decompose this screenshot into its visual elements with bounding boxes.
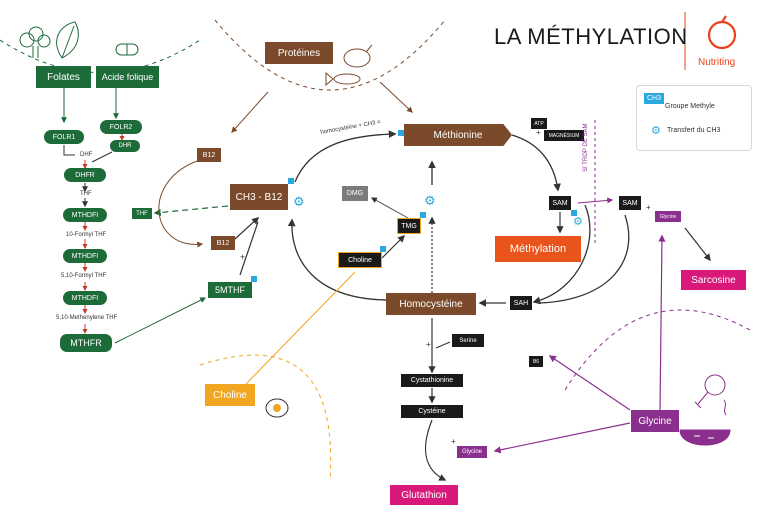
ch3-b12-box: CH3 - B12 <box>230 184 288 210</box>
bowl-icon <box>679 429 731 446</box>
si-trop-label: SI TROP DE SAM <box>583 123 589 172</box>
dhr-box: DHR <box>110 140 140 152</box>
mthdfi-box-3: MTHDFI <box>63 291 107 305</box>
ch3-b12-methyl-marker <box>288 178 294 184</box>
acide-folique-box: Acide folique <box>96 66 159 88</box>
serine-plus: + <box>426 340 431 349</box>
legend-transfer-label: Transfert du CH3 <box>667 127 721 134</box>
sah-box: SAH <box>510 296 532 310</box>
tmg-box: TMG <box>397 218 421 234</box>
cycle-top <box>294 130 397 183</box>
fish-icon <box>325 71 361 87</box>
choline-box: Choline <box>205 384 255 406</box>
choline-methyl-marker <box>380 246 386 252</box>
formyl-thf-2-label: 5,10-Formyl THF <box>61 273 107 279</box>
legend-ch3-tag: CH3 <box>644 93 664 104</box>
page-title: LA MÉTHYLATION <box>494 24 688 49</box>
sarcosine-box: Sarcosine <box>681 270 746 290</box>
yellow-dashed-arc <box>199 354 332 481</box>
atp-plus: + <box>536 128 541 137</box>
atp-tag: ATP <box>531 118 547 129</box>
ch3-b12-gear-icon: ⚙ <box>293 195 305 210</box>
methionine-methyl-marker <box>398 130 404 136</box>
cycle-left <box>287 218 391 301</box>
cystathionine-box: Cystathionine <box>401 374 463 387</box>
tmg-methyl-marker <box>420 212 426 218</box>
b12-plus: + <box>240 252 246 262</box>
tmg-gear-icon: ⚙ <box>424 194 436 209</box>
formyl-thf-label: 10-Formyl THF <box>66 232 107 238</box>
purple-dashed-arc <box>564 309 751 391</box>
broccoli-icon <box>19 26 51 58</box>
b12-top-box: B12 <box>197 148 221 162</box>
b12-bottom-box: B12 <box>211 236 235 250</box>
serine-box: Serine <box>452 334 484 347</box>
folr2-box: FOLR2 <box>100 120 142 134</box>
methylation-box: Méthylation <box>495 236 581 262</box>
dmg-box: DMG <box>342 186 368 201</box>
choline-small-box: Choline <box>338 252 382 268</box>
egg-icon <box>265 398 289 418</box>
spinach-icon <box>56 21 79 59</box>
glycine-tag: Glycine <box>655 211 681 222</box>
glycine-tag-2: Glycine <box>457 446 487 458</box>
sam-2-box: SAM <box>619 196 641 210</box>
folates-box: Folates <box>36 66 91 88</box>
b12-arc <box>158 159 204 248</box>
dhf-label: DHF <box>80 152 93 158</box>
sam-methyl-marker <box>571 210 577 216</box>
thf-tag: THF <box>132 208 152 219</box>
cycle-right <box>511 134 561 192</box>
methionine-box: Méthionine <box>404 124 512 146</box>
brown-dashed-arc <box>214 19 446 91</box>
glutathion-box: Glutathion <box>390 485 458 505</box>
legend-methyl-label: Groupe Methyle <box>665 103 715 110</box>
transfer-gear-icon: ⚙ <box>651 124 661 137</box>
cysteine-box: Cystéine <box>401 405 463 418</box>
mthf-methyl-marker <box>251 276 257 282</box>
methenylene-thf-label: 5,10-Methenylene THF <box>56 315 118 321</box>
glycine-box: Glycine <box>631 410 679 432</box>
sam-2-plus: + <box>646 203 651 212</box>
dhfr-box: DHFR <box>64 168 106 182</box>
folr1-box: FOLR1 <box>44 130 84 144</box>
chicken-icon <box>343 44 373 68</box>
proteines-box: Protéines <box>265 42 333 64</box>
thf-label: THF <box>80 191 92 197</box>
pill-icon <box>115 43 139 56</box>
glycine-2-plus: + <box>451 437 456 446</box>
brand-name: Nutriting <box>698 57 736 68</box>
mthf-box: 5MTHF <box>208 282 252 298</box>
mthdfi-box-2: MTHDFI <box>63 249 107 263</box>
legend-panel: CH3 Groupe Methyle ⚙ Transfert du CH3 <box>636 85 752 151</box>
mthdfi-box-1: MTHDFI <box>63 208 107 222</box>
sam-box: SAM <box>549 196 571 210</box>
sam-gear-icon: ⚙ <box>573 215 583 228</box>
magnesium-tag: MAGNÉSIUM <box>544 130 584 141</box>
drumstick-icon <box>694 374 727 416</box>
nutriting-logo-icon <box>707 15 737 50</box>
homocysteine-box: Homocystéine <box>386 293 476 315</box>
b6-box: B6 <box>529 356 543 367</box>
mthfr-box: MTHFR <box>60 334 112 352</box>
cycle-lower-right <box>532 204 591 305</box>
